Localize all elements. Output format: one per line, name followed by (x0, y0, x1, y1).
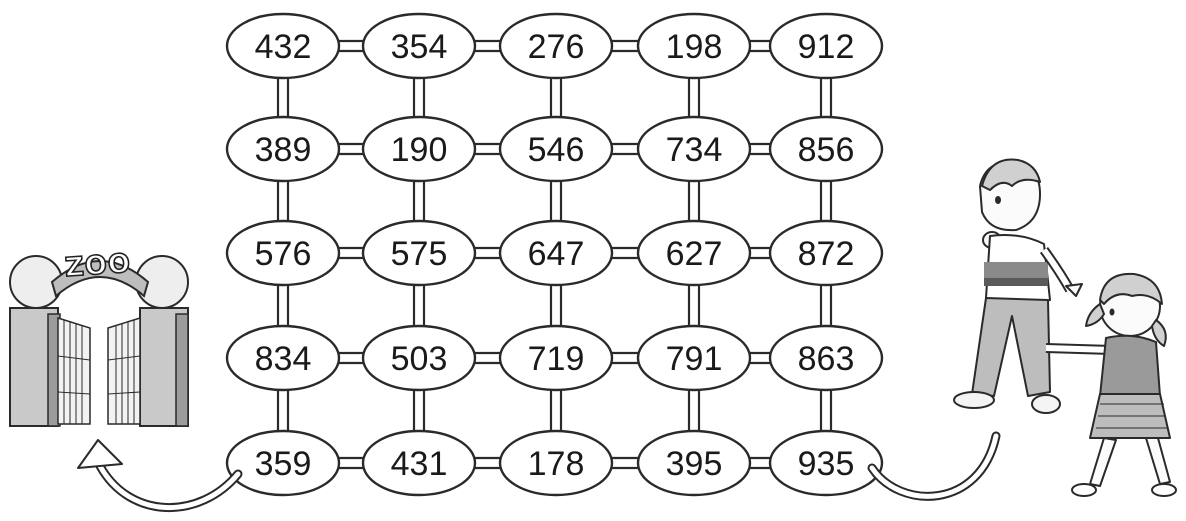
maze-connector-vertical (689, 177, 699, 225)
maze-node-number: 834 (255, 340, 312, 378)
maze-node-number: 431 (391, 445, 448, 483)
maze-node: 190 (363, 117, 475, 181)
maze-connector-vertical (689, 74, 699, 121)
maze-node-number: 432 (255, 28, 312, 66)
maze-node: 834 (227, 326, 339, 390)
maze-node-number: 872 (798, 235, 855, 273)
maze-connector-vertical (278, 386, 288, 435)
maze-node: 856 (770, 117, 882, 181)
maze-node: 276 (500, 14, 612, 78)
maze-node: 872 (770, 221, 882, 285)
maze-node-number: 856 (798, 131, 855, 169)
maze-node: 912 (770, 14, 882, 78)
maze-connector-vertical (551, 74, 561, 121)
maze-node-number: 734 (666, 131, 723, 169)
gate-left-door (58, 318, 90, 424)
maze-node: 791 (638, 326, 750, 390)
maze-connector-vertical (821, 74, 831, 121)
maze-node-number: 178 (528, 445, 585, 483)
maze-node-number: 791 (666, 340, 723, 378)
arrow-head (78, 440, 122, 468)
maze-node: 178 (500, 431, 612, 495)
entry-path (872, 436, 996, 496)
maze-connector-vertical (551, 386, 561, 435)
maze-node-number: 647 (528, 235, 585, 273)
maze-connector-vertical (414, 74, 424, 121)
maze-node: 432 (227, 14, 339, 78)
maze-node: 503 (363, 326, 475, 390)
maze-connector-vertical (689, 386, 699, 435)
maze-node-number: 198 (666, 28, 723, 66)
maze-node: 575 (363, 221, 475, 285)
maze-node-number: 576 (255, 235, 312, 273)
maze-node: 359 (227, 431, 339, 495)
maze-node-number: 719 (528, 340, 585, 378)
maze-node-number: 503 (391, 340, 448, 378)
maze-connector-vertical (414, 177, 424, 225)
boy-figure (954, 160, 1082, 413)
maze-node: 627 (638, 221, 750, 285)
maze-node-number: 359 (255, 445, 312, 483)
maze-node: 354 (363, 14, 475, 78)
maze-node-number: 546 (528, 131, 585, 169)
maze-connector-vertical (821, 177, 831, 225)
gate-right-door (108, 318, 140, 424)
maze-node-number: 627 (666, 235, 723, 273)
maze-node-number: 863 (798, 340, 855, 378)
maze-node: 431 (363, 431, 475, 495)
girl-figure (1046, 274, 1176, 496)
maze-node-number: 935 (798, 445, 855, 483)
maze-connector-vertical (278, 74, 288, 121)
maze-node-number: 389 (255, 131, 312, 169)
gate-right-pillar-side (176, 314, 188, 426)
maze-connector-vertical (551, 177, 561, 225)
zoo-gate: ZOO (10, 249, 188, 426)
maze-connector-vertical (414, 281, 424, 330)
maze-connector-vertical (414, 386, 424, 435)
maze-node: 576 (227, 221, 339, 285)
maze-node-number: 912 (798, 28, 855, 66)
maze-node: 719 (500, 326, 612, 390)
maze-node-number: 276 (528, 28, 585, 66)
maze-node-number: 190 (391, 131, 448, 169)
maze-connector-vertical (551, 281, 561, 330)
maze-node: 863 (770, 326, 882, 390)
maze-node: 935 (770, 431, 882, 495)
maze-connector-vertical (821, 281, 831, 330)
maze-node: 198 (638, 14, 750, 78)
gate-sign: ZOO (64, 249, 132, 284)
exit-arrow (78, 440, 238, 508)
maze-node: 395 (638, 431, 750, 495)
maze-node-number: 395 (666, 445, 723, 483)
maze-node: 734 (638, 117, 750, 181)
maze-node-number: 575 (391, 235, 448, 273)
maze-connector-vertical (278, 177, 288, 225)
maze-node-number: 354 (391, 28, 448, 66)
maze-node: 546 (500, 117, 612, 181)
maze-node: 647 (500, 221, 612, 285)
maze-connector-vertical (821, 386, 831, 435)
maze-node: 389 (227, 117, 339, 181)
maze-connector-vertical (278, 281, 288, 330)
maze-connector-vertical (689, 281, 699, 330)
